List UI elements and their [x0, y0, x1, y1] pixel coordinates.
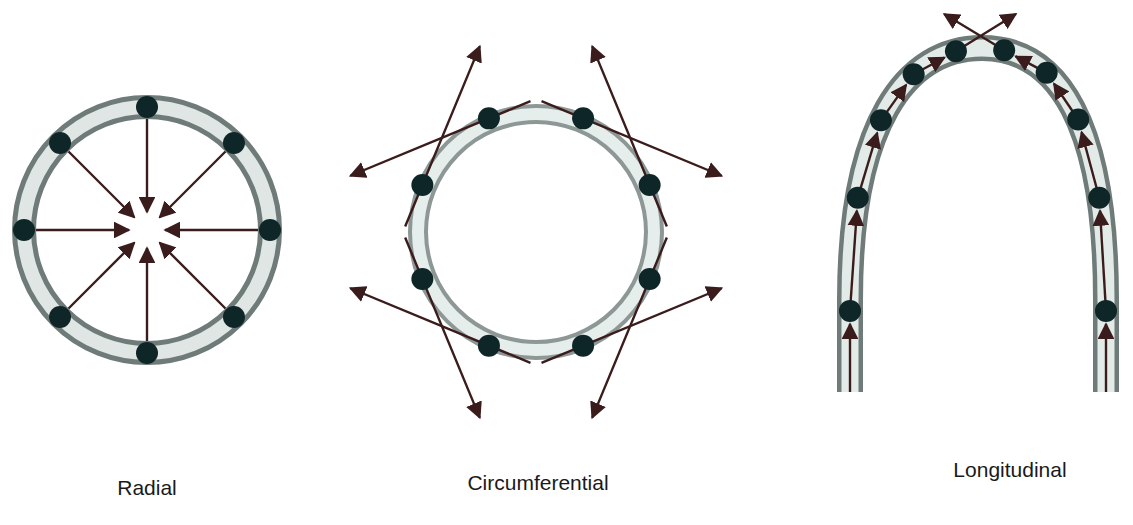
- arch-fill: [850, 48, 1106, 392]
- strain-arrow: [146, 119, 148, 212]
- strain-arrow: [592, 46, 667, 226]
- marker-dot: [411, 268, 433, 290]
- marker-dot: [1095, 300, 1117, 322]
- strain-arrow: [849, 324, 851, 392]
- strain-arrow: [69, 152, 135, 218]
- strain-arrow: [165, 229, 258, 231]
- marker-dot: [639, 268, 661, 290]
- marker-dot: [478, 107, 500, 129]
- marker-dot: [1036, 62, 1058, 84]
- strain-arrow: [887, 85, 906, 112]
- marker-dot: [13, 219, 35, 241]
- marker-dot: [572, 335, 594, 357]
- strain-arrow: [1016, 56, 1038, 68]
- marker-dot: [1088, 187, 1110, 209]
- strain-arrow: [1082, 132, 1097, 188]
- strain-arrow: [350, 101, 530, 176]
- longitudinal-figure: [839, 14, 1117, 392]
- marker-dot: [49, 132, 71, 154]
- ring-fill: [418, 114, 654, 350]
- strain-arrow: [69, 243, 135, 309]
- marker-dot: [259, 219, 281, 241]
- strain-arrow: [405, 237, 480, 417]
- strain-arrow: [541, 288, 721, 363]
- marker-dot: [223, 132, 245, 154]
- strain-arrow: [851, 211, 857, 301]
- marker-dot: [847, 187, 869, 209]
- marker-dot: [903, 63, 925, 85]
- figure-caption: Longitudinal: [953, 457, 1066, 482]
- strain-arrow: [160, 243, 226, 309]
- strain-arrow: [146, 248, 148, 341]
- arch-outline: [850, 48, 1106, 392]
- figure-caption: Circumferential: [467, 470, 608, 495]
- strain-arrow: [160, 152, 226, 218]
- ring-outline: [24, 107, 270, 353]
- radial-figure: [13, 96, 281, 364]
- marker-dot: [1067, 109, 1089, 131]
- strain-arrow: [922, 57, 944, 69]
- marker-dot: [572, 107, 594, 129]
- strain-arrow: [1100, 211, 1105, 301]
- marker-dot: [478, 335, 500, 357]
- figure-caption: Radial: [117, 475, 177, 500]
- marker-dot: [639, 174, 661, 196]
- marker-dot: [223, 306, 245, 328]
- strain-arrow: [1054, 84, 1073, 112]
- marker-dot: [945, 40, 967, 62]
- marker-dot: [136, 96, 158, 118]
- ring-outline: [418, 114, 654, 350]
- ring-fill: [24, 107, 270, 353]
- strain-arrow: [1105, 324, 1107, 392]
- marker-dot: [993, 39, 1015, 61]
- circumferential-figure: [350, 46, 721, 417]
- strain-arrow: [861, 133, 878, 188]
- marker-dot: [870, 109, 892, 131]
- marker-dot: [839, 300, 861, 322]
- marker-dot: [49, 306, 71, 328]
- strain-arrow: [36, 229, 129, 231]
- marker-dot: [411, 174, 433, 196]
- marker-dot: [136, 342, 158, 364]
